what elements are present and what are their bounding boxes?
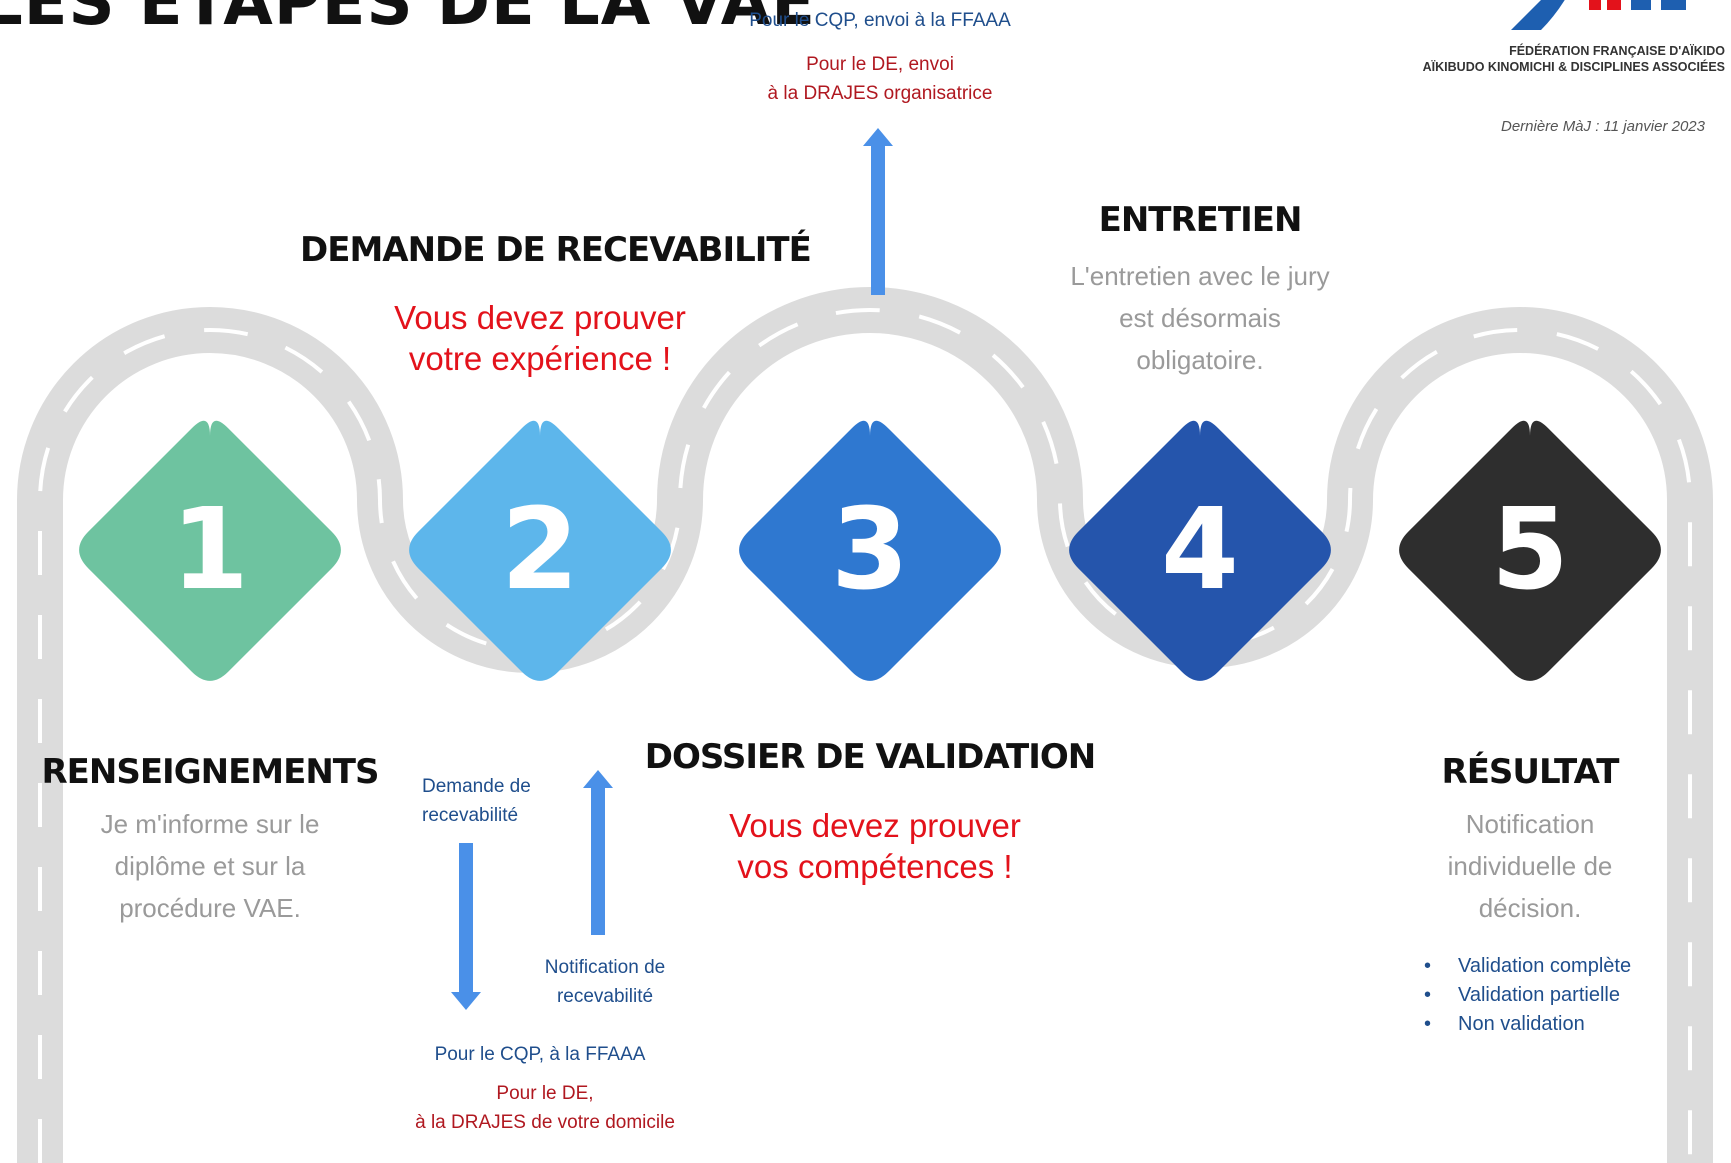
step-5-number: 5	[1491, 485, 1569, 615]
notification-label-line: Notification de	[544, 957, 666, 978]
step-2-heading: DEMANDE DE RECEVABILITÉ	[300, 230, 812, 270]
recevabilite-de-note: Pour le DE, à la DRAJES de votre domicil…	[380, 1079, 710, 1137]
step-3-number: 3	[831, 485, 909, 615]
step-5-diamond-shape	[1399, 420, 1661, 681]
step-4-description-line: L'entretien avec le jury	[1070, 261, 1330, 291]
step-1-diamond-shape	[79, 420, 341, 681]
recevabilite-cqp-note: Pour le CQP, à la FFAAA	[434, 1044, 646, 1065]
step-4-number: 4	[1161, 485, 1239, 615]
step-2-slogan: Vous devez prouver votre expérience !	[340, 297, 740, 379]
outcome-item: •Validation complète	[1424, 955, 1632, 977]
road-center-dashes	[38, 308, 1692, 1163]
step-1-description: Je m'informe sur le diplôme et sur la pr…	[50, 803, 370, 929]
step-4-diamond: 4	[1069, 420, 1331, 681]
step-5-description: Notification individuelle de décision.	[1370, 803, 1690, 929]
recevabilite-notification-arrow	[583, 770, 613, 935]
step-2-diamond-shape	[409, 420, 671, 681]
road	[17, 287, 1713, 1163]
step-4-description-line: est désormais	[1119, 303, 1281, 333]
step-1-number: 1	[171, 485, 249, 615]
step-3-heading: DOSSIER DE VALIDATION	[644, 737, 1096, 777]
outcome-item: •Validation partielle	[1424, 984, 1620, 1006]
step-4-heading: ENTRETIEN	[1098, 200, 1303, 240]
step-1-description-line: Je m'informe sur le	[100, 809, 320, 839]
step-1-diamond: 1	[79, 420, 341, 681]
step-3-diamond-shape	[739, 420, 1001, 681]
step-1-description-line: procédure VAE.	[119, 893, 301, 923]
top-note-de-line: à la DRAJES organisatrice	[767, 83, 993, 104]
top-note-de-line: Pour le DE, envoi	[806, 54, 954, 75]
notification-label-line: recevabilité	[556, 986, 654, 1007]
request-label-line: recevabilité	[422, 805, 519, 826]
logo-line-1: FÉDÉRATION FRANÇAISE D'AÏKIDO	[1509, 44, 1725, 58]
step-1-description-line: diplôme et sur la	[114, 851, 306, 881]
recevabilite-request-label: Demande de recevabilité	[422, 772, 562, 830]
last-updated: Dernière MàJ : 11 janvier 2023	[1501, 118, 1705, 135]
outcome-item: •Non validation	[1424, 1013, 1585, 1035]
step-3-slogan-line: Vous devez prouver	[729, 807, 1021, 844]
top-note-de: Pour le DE, envoi à la DRAJES organisatr…	[700, 50, 1060, 108]
step-3-slogan-line: vos compétences !	[737, 848, 1013, 885]
step-2-diamond: 2	[409, 420, 671, 681]
ffaaa-logo: FÉDÉRATION FRANÇAISE D'AÏKIDO AÏKIBUDO K…	[1423, 0, 1731, 90]
recevabilite-notification-label: Notification de recevabilité	[520, 953, 690, 1011]
recevabilite-request-arrow	[451, 843, 481, 1010]
step-3-diamond: 3	[739, 420, 1001, 681]
ffaaa-logo-graphic	[1511, 0, 1686, 30]
outcome-list: •Validation complète •Validation partiel…	[1424, 952, 1631, 1039]
step-2-number: 2	[501, 485, 579, 615]
step-3-slogan: Vous devez prouver vos compétences !	[670, 805, 1080, 887]
step-5-description-line: individuelle de	[1447, 851, 1613, 881]
recevabilite-de-line: à la DRAJES de votre domicile	[415, 1112, 675, 1133]
step-1-heading: RENSEIGNEMENTS	[41, 752, 379, 792]
outcome-label: Validation partielle	[1458, 984, 1620, 1006]
step-4-description: L'entretien avec le jury est désormais o…	[1020, 255, 1380, 381]
recevabilite-de-line: Pour le DE,	[496, 1083, 594, 1104]
logo-line-2: AÏKIBUDO KINOMICHI & DISCIPLINES ASSOCIÉ…	[1422, 60, 1725, 74]
step-2-slogan-line: Vous devez prouver	[394, 299, 686, 336]
step-5-heading: RÉSULTAT	[1441, 752, 1620, 792]
outcome-label: Non validation	[1458, 1013, 1585, 1035]
request-label-line: Demande de	[422, 776, 531, 797]
step-5-description-line: Notification	[1465, 809, 1595, 839]
step-5-description-line: décision.	[1478, 893, 1582, 923]
step-4-diamond-shape	[1069, 420, 1331, 681]
step-4-description-line: obligatoire.	[1136, 345, 1264, 375]
top-note-cqp: Pour le CQP, envoi à la FFAAA	[749, 10, 1011, 31]
top-note-arrow	[863, 128, 893, 295]
outcome-label: Validation complète	[1458, 955, 1632, 977]
step-2-slogan-line: votre expérience !	[408, 340, 672, 377]
page-title: LES ÉTAPES DE LA VAE	[0, 0, 816, 40]
step-5-diamond: 5	[1399, 420, 1661, 681]
